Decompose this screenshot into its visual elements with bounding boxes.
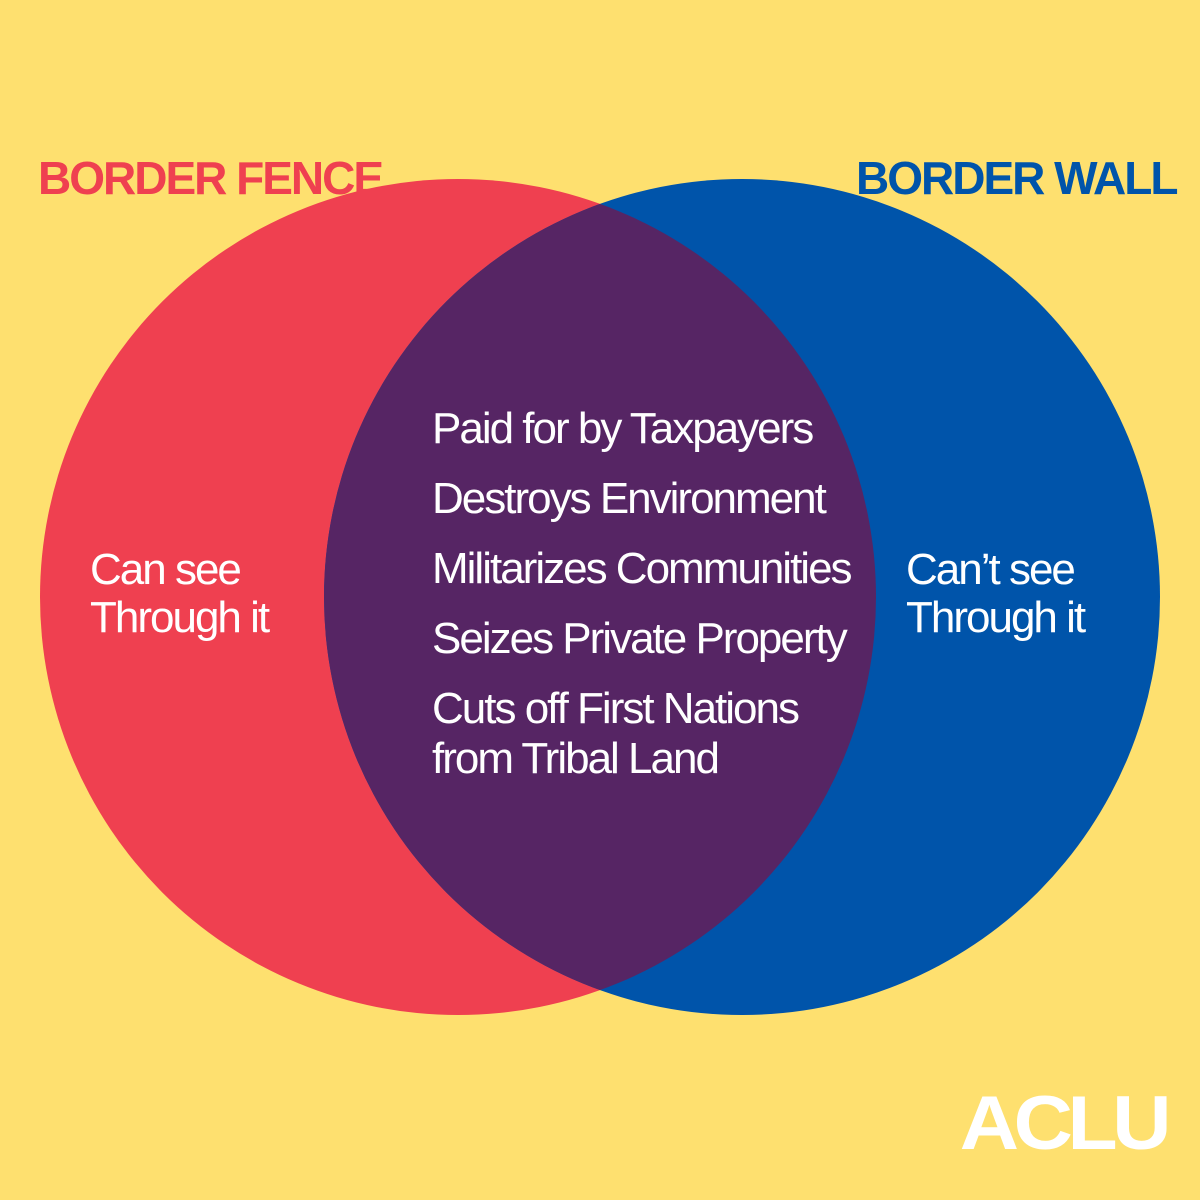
- shared-traits-list: Paid for by Taxpayers Destroys Environme…: [432, 404, 853, 804]
- shared-trait: Militarizes Communities: [432, 544, 853, 594]
- shared-trait: Paid for by Taxpayers: [432, 404, 852, 454]
- aclu-logo: ACLU: [959, 1081, 1172, 1166]
- shared-trait-line: Cuts off First Nations: [432, 684, 800, 733]
- wall-description-line: Through it: [906, 593, 1086, 642]
- fence-description: Can see Through it: [90, 546, 310, 642]
- wall-description-line: Can’t see: [906, 545, 1076, 594]
- shared-trait: Seizes Private Property: [432, 614, 852, 664]
- shared-trait-line: Militarizes Communities: [432, 544, 853, 593]
- shared-trait-line: Destroys Environment: [432, 474, 827, 523]
- shared-trait-line: from Tribal Land: [432, 734, 720, 783]
- shared-trait: Cuts off First Nations from Tribal Land: [432, 684, 852, 784]
- fence-title: BORDER FENCE: [38, 152, 384, 204]
- shared-trait: Destroys Environment: [432, 474, 852, 524]
- wall-title: BORDER WALL: [856, 152, 1178, 204]
- wall-description: Can’t see Through it: [906, 546, 1126, 642]
- fence-description-line: Through it: [90, 593, 270, 642]
- overlap-region: [324, 179, 876, 1015]
- shared-trait-line: Paid for by Taxpayers: [432, 404, 814, 453]
- fence-description-line: Can see: [90, 545, 242, 594]
- shared-trait-line: Seizes Private Property: [432, 614, 848, 663]
